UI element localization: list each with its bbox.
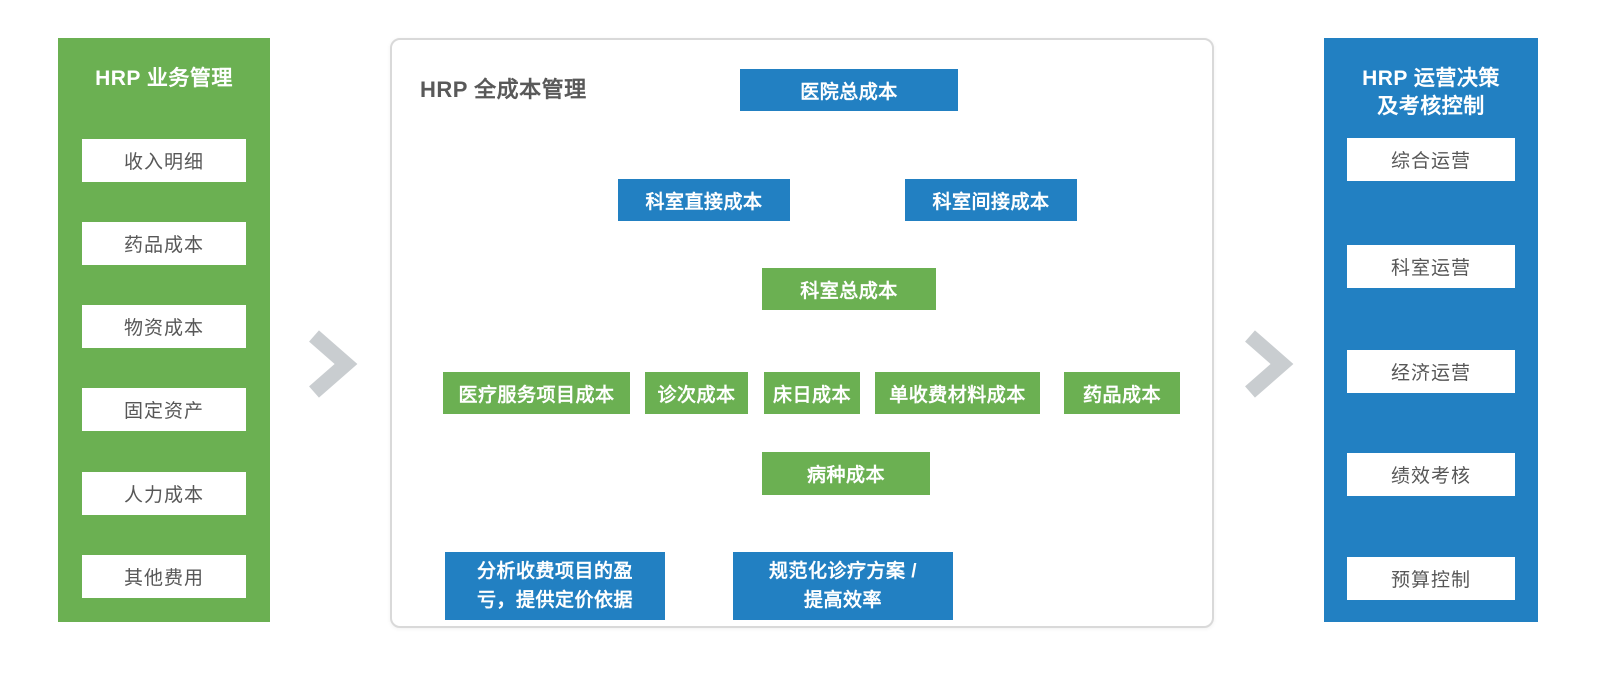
node-visit-cost: 诊次成本	[645, 372, 748, 414]
center-frame	[390, 38, 1214, 628]
node-analysis-pricing-line2: 亏，提供定价依据	[476, 590, 633, 611]
right-panel-item-economic-operation: 经济运营	[1347, 350, 1515, 393]
node-dept-total-cost: 科室总成本	[762, 268, 936, 310]
right-panel-item-budget-control: 预算控制	[1347, 557, 1515, 600]
center-frame-title: HRP 全成本管理	[420, 77, 587, 102]
chevron-right-icon	[1245, 330, 1294, 398]
left-panel-item-material-cost: 物资成本	[82, 305, 246, 348]
left-panel-title: HRP 业务管理	[95, 67, 233, 90]
node-single-charge-material-cost: 单收费材料成本	[875, 372, 1040, 414]
right-panel-item-dept-operation: 科室运营	[1347, 245, 1515, 288]
node-medical-service-item-cost: 医疗服务项目成本	[443, 372, 630, 414]
right-panel-title-line2: 及考核控制	[1377, 95, 1485, 119]
right-panel-item-overall-operation: 综合运营	[1347, 138, 1515, 181]
left-panel-item-drug-cost: 药品成本	[82, 222, 246, 265]
left-panel-item-fixed-assets: 固定资产	[82, 388, 246, 431]
chevron-right-icon	[309, 330, 358, 398]
left-panel-item-labor-cost: 人力成本	[82, 472, 246, 515]
right-panel-title-line1: HRP 运营决策	[1362, 67, 1500, 90]
node-drug-cost: 药品成本	[1064, 372, 1180, 414]
node-bed-day-cost: 床日成本	[764, 372, 860, 414]
node-dept-indirect-cost: 科室间接成本	[905, 179, 1077, 221]
node-analysis-pricing: 分析收费项目的盈 亏，提供定价依据	[445, 552, 665, 620]
right-panel-item-performance-review: 绩效考核	[1347, 453, 1515, 496]
left-panel: HRP 业务管理 收入明细 药品成本 物资成本 固定资产 人力成本 其他费用	[58, 38, 270, 622]
node-standardized-treatment-line1: 规范化诊疗方案 /	[768, 561, 918, 582]
node-hospital-total-cost: 医院总成本	[740, 69, 958, 111]
left-panel-item-other-expense: 其他费用	[82, 555, 246, 598]
node-dept-direct-cost: 科室直接成本	[618, 179, 790, 221]
node-standardized-treatment: 规范化诊疗方案 / 提高效率	[733, 552, 953, 620]
left-panel-item-income-detail: 收入明细	[82, 139, 246, 182]
node-analysis-pricing-line1: 分析收费项目的盈	[476, 561, 633, 582]
node-disease-cost: 病种成本	[762, 452, 930, 495]
right-panel-title: HRP 运营决策 及考核控制	[1324, 65, 1538, 122]
node-standardized-treatment-line2: 提高效率	[803, 590, 882, 611]
right-panel: HRP 运营决策 及考核控制 综合运营 科室运营 经济运营 绩效考核 预算控制	[1324, 38, 1538, 622]
